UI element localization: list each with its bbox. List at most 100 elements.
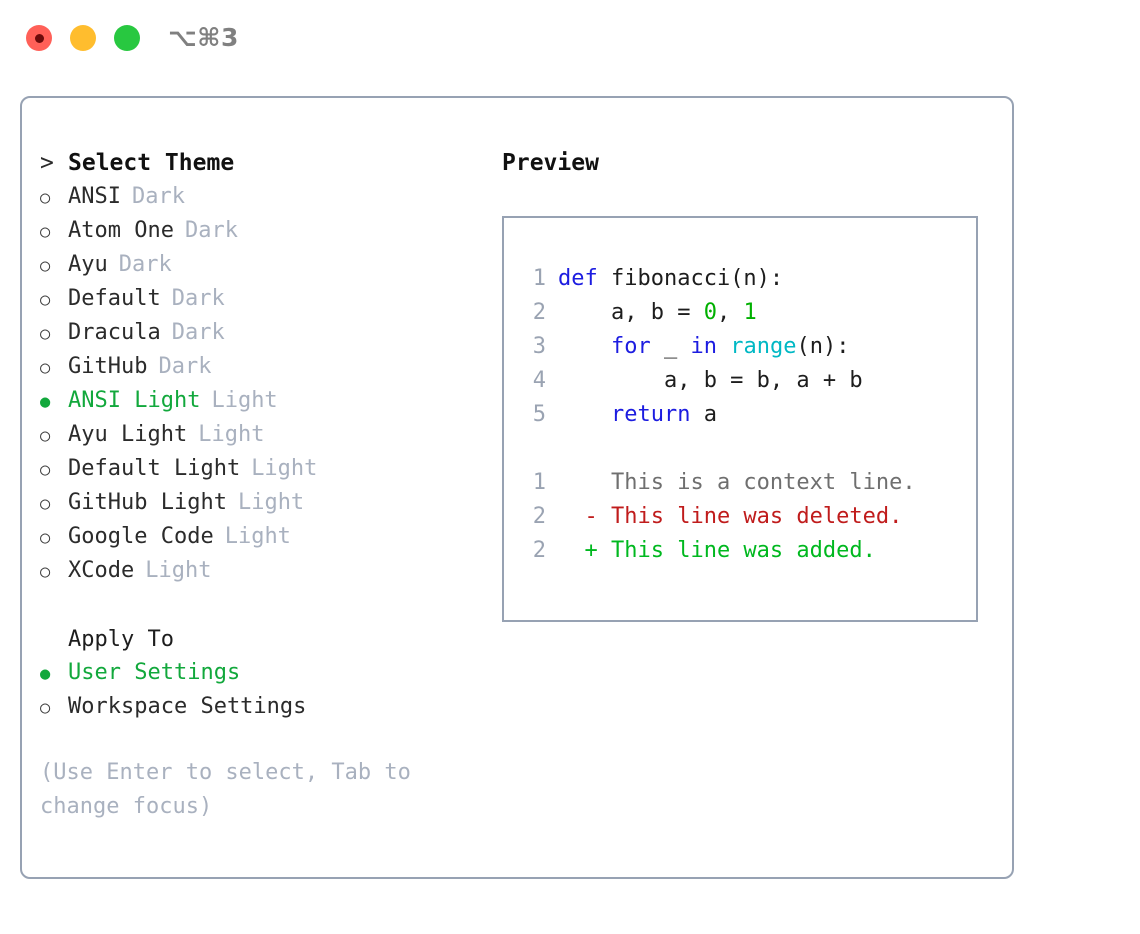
code-line-number: 4: [532, 368, 546, 393]
diff-line-number: 2: [532, 538, 546, 563]
traffic-light-buttons: [26, 25, 140, 51]
apply-to-title: Apply To: [68, 627, 174, 652]
theme-option-variant-badge: Dark: [158, 354, 212, 379]
theme-option-variant-badge: Dark: [184, 218, 238, 243]
apply-to-heading: Apply To: [40, 622, 500, 656]
code-token-plain: a, b =: [558, 300, 704, 325]
theme-option-github-light[interactable]: ○ GitHub Light Light: [40, 486, 500, 520]
code-token-fn: range: [730, 334, 797, 359]
theme-option-label: Ayu: [68, 252, 108, 277]
apply-to-option-workspace-settings[interactable]: ○ Workspace Settings: [40, 690, 500, 724]
code-token-kw: in: [690, 334, 717, 359]
radio-unselected-icon[interactable]: ○: [40, 528, 51, 548]
radio-unselected-icon[interactable]: ○: [40, 358, 51, 378]
theme-option-variant-badge: Dark: [171, 286, 225, 311]
code-token-plain: _: [650, 334, 691, 359]
code-line-text: a, b = b, a + b: [558, 364, 863, 398]
code-token-plain: [717, 334, 730, 359]
close-button-icon[interactable]: [26, 25, 52, 51]
select-theme-title: Select Theme: [68, 150, 235, 176]
theme-option-variant-badge: Light: [237, 490, 305, 515]
list-spacer: [40, 588, 500, 622]
code-line-text: for _ in range(n):: [558, 330, 849, 364]
theme-option-variant-badge: Dark: [118, 252, 172, 277]
theme-option-ansi[interactable]: ○ ANSI Dark: [40, 180, 500, 214]
preview-title: Preview: [502, 150, 599, 176]
code-token-plain: fibonacci(n):: [610, 266, 784, 291]
code-line-number: 1: [532, 266, 546, 291]
code-line-text: a, b = 0, 1: [558, 296, 757, 330]
code-token-plain: [558, 334, 611, 359]
radio-unselected-icon[interactable]: ○: [40, 324, 51, 344]
radio-unselected-icon[interactable]: ○: [40, 494, 51, 514]
code-token-num: 1: [743, 300, 757, 325]
theme-option-variant-badge: Light: [145, 558, 212, 583]
apply-to-option-user-settings[interactable]: ●User Settings: [40, 656, 500, 690]
diff-line-text: - This line was deleted.: [558, 504, 903, 529]
diff-line-ctx: 1 This is a context line.: [518, 466, 970, 500]
radio-unselected-icon[interactable]: ○: [40, 426, 51, 446]
diff-line-number: 2: [532, 504, 546, 529]
theme-option-default[interactable]: ○ Default Dark: [40, 282, 500, 316]
radio-unselected-icon[interactable]: ○: [40, 460, 51, 480]
code-token-plain: (n):: [796, 334, 850, 359]
apply-to-option-label: Workspace Settings: [68, 694, 307, 719]
theme-option-variant-badge: Dark: [131, 184, 185, 209]
theme-option-label: GitHub Light: [68, 490, 227, 515]
theme-option-dracula[interactable]: ○ Dracula Dark: [40, 316, 500, 350]
code-line: 1 def fibonacci(n):: [518, 262, 970, 296]
theme-option-label: ANSI: [68, 184, 121, 209]
radio-unselected-icon[interactable]: ○: [40, 290, 51, 310]
radio-unselected-icon[interactable]: ○: [40, 188, 51, 208]
title-bar: ⌥⌘3: [0, 0, 1140, 78]
diff-line-number: 1: [532, 470, 546, 495]
code-line-number: 5: [532, 402, 546, 427]
theme-option-variant-badge: Dark: [171, 320, 225, 345]
keyboard-shortcut-label: ⌥⌘3: [168, 23, 239, 52]
code-line-text: def fibonacci(n):: [558, 262, 783, 296]
radio-unselected-icon[interactable]: ○: [40, 256, 51, 276]
code-token-plain: [558, 402, 611, 427]
theme-option-ayu[interactable]: ○ Ayu Dark: [40, 248, 500, 282]
theme-option-label: GitHub: [68, 354, 148, 379]
radio-unselected-icon[interactable]: ○: [40, 222, 51, 242]
theme-option-label: Default Light: [68, 456, 241, 481]
code-token-plain: a: [690, 402, 717, 427]
theme-option-label: Default: [68, 286, 161, 311]
code-line-text: return a: [558, 398, 717, 432]
radio-unselected-icon[interactable]: ○: [40, 562, 51, 582]
minimize-button-icon[interactable]: [70, 25, 96, 51]
keyboard-hint-text: (Use Enter to select, Tab to change focu…: [40, 760, 411, 819]
diff-line-del: 2 - This line was deleted.: [518, 500, 970, 534]
radio-selected-icon[interactable]: ●: [40, 664, 51, 684]
diff-sample: 1 This is a context line.2 - This line w…: [518, 466, 970, 568]
maximize-button-icon[interactable]: [114, 25, 140, 51]
theme-option-variant-badge: Light: [198, 422, 265, 447]
radio-unselected-icon[interactable]: ○: [40, 698, 51, 718]
diff-line-text: + This line was added.: [558, 538, 876, 563]
code-token-plain: ,: [716, 300, 744, 325]
diff-line-add: 2 + This line was added.: [518, 534, 970, 568]
code-diff-gap: [518, 432, 970, 466]
code-token-plain: a, b = b, a + b: [558, 368, 863, 393]
code-line: 4 a, b = b, a + b: [518, 364, 970, 398]
theme-option-label: Dracula: [68, 320, 161, 345]
code-token-num: 0: [703, 300, 717, 325]
radio-selected-icon[interactable]: ●: [40, 392, 51, 412]
theme-option-github[interactable]: ○ GitHub Dark: [40, 350, 500, 384]
